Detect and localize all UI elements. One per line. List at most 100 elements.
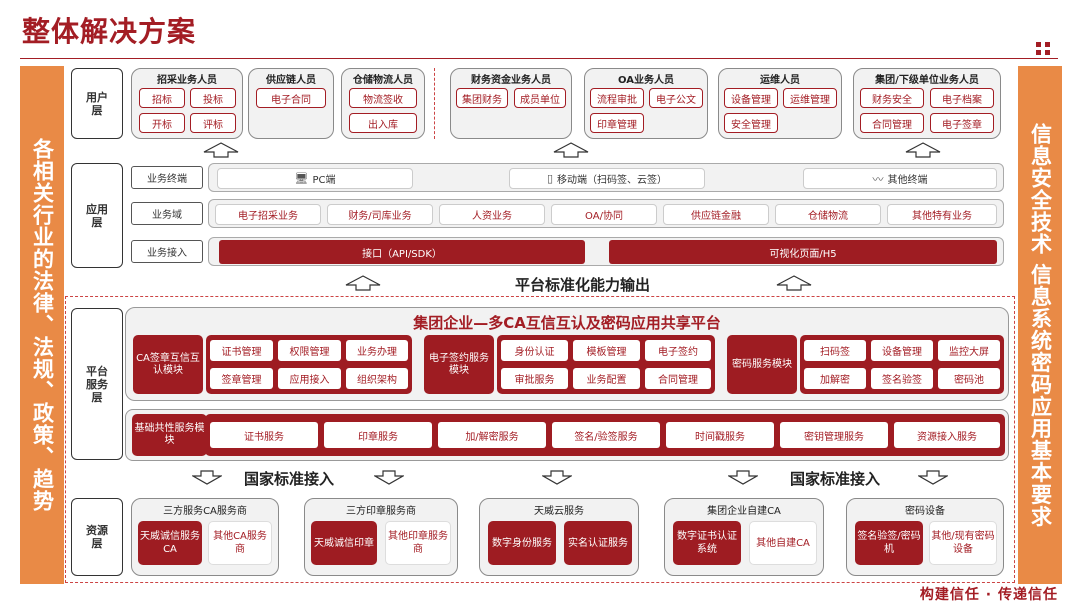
up-arrow-icon [345,275,381,291]
user-tag: 集团财务 [456,88,508,108]
user-tag: 物流签收 [349,88,417,108]
page-title: 整体解决方案 [22,15,197,48]
resource-group-ca: 三方服务CA服务商 天威诚信服务CA 其他CA服务商 [131,498,279,576]
module-tag: 监控大屏 [938,340,1000,361]
resource-secondary: 其他自建CA [749,521,817,565]
platform-layer-label: 平台服务层 [71,308,123,460]
resource-group-self-ca: 集团企业自建CA 数字证书认证系统 其他自建CA [664,498,824,576]
access-api: 接口（API/SDK） [219,240,585,264]
user-separator [434,68,435,139]
user-tag: 电子签章 [930,113,994,133]
right-banner: 信息安全技术 信息系统密码应用基本要求 [1018,66,1062,584]
esign-module-tags: 身份认证 模板管理 电子签约 审批服务 业务配置 合同管理 [497,335,715,394]
esign-module: 电子签约服务模块 [424,335,494,394]
user-tag: 电子公文 [649,88,703,108]
user-tag: 财务安全 [860,88,924,108]
domain-item: 供应链金融 [663,204,769,225]
domain-item: 其他特有业务 [887,204,997,225]
up-arrow-icon [203,142,239,158]
base-services-module: 基础共性服务模块 [132,414,207,456]
base-service: 签名/验签服务 [552,422,660,448]
footer-slogan: 构建信任 · 传递信任 [919,587,1058,603]
user-tag: 电子档案 [930,88,994,108]
resource-secondary: 其他CA服务商 [208,521,272,565]
user-group-supply-chain: 供应链人员 电子合同 [248,68,334,139]
up-arrow-icon [553,142,589,158]
down-arrow-icon [192,470,222,485]
resource-primary: 数字身份服务 [488,521,556,565]
resource-primary: 签名验签/密码机 [855,521,923,565]
app-layer-label: 应用层 [71,163,123,268]
user-tag: 评标 [190,113,236,133]
user-tag: 电子合同 [256,88,326,108]
user-group-logistics: 仓储物流人员 物流签收 出入库 [341,68,425,139]
module-tag: 业务配置 [573,368,640,389]
user-tag: 开标 [139,113,185,133]
access-row-label: 业务接入 [131,240,203,263]
user-group-ops: 运维人员 设备管理 运维管理 安全管理 [718,68,842,139]
domain-item: 电子招采业务 [215,204,321,225]
base-service: 密钥管理服务 [780,422,888,448]
module-tag: 合同管理 [645,368,711,389]
down-arrow-icon [728,470,758,485]
ca-module-tags: 证书管理 权限管理 业务办理 签章管理 应用接入 组织架构 [206,335,412,394]
user-layer-label: 用户层 [71,68,123,139]
module-tag: 证书管理 [210,340,273,361]
ca-mutual-module: CA签章互信互认模块 [133,335,203,394]
resource-group-seal: 三方印章服务商 天威诚信印章 其他印章服务商 [304,498,458,576]
user-tag: 安全管理 [724,113,778,133]
resource-layer-label: 资源层 [71,498,123,576]
module-tag: 组织架构 [346,368,408,389]
module-tag: 电子签约 [645,340,711,361]
down-arrow-icon [374,470,404,485]
up-arrow-icon [776,275,812,291]
user-tag: 投标 [190,88,236,108]
user-tag: 合同管理 [860,113,924,133]
resource-secondary: 实名认证服务 [564,521,632,565]
domain-item: OA/协同 [551,204,657,225]
module-tag: 密码池 [938,368,1000,389]
platform-title: 集团企业—多CA互信互认及密码应用共享平台 [413,314,721,332]
module-tag: 签名验签 [871,368,933,389]
base-service: 资源接入服务 [894,422,1000,448]
resource-primary: 数字证书认证系统 [673,521,741,565]
resource-secondary: 其他印章服务商 [385,521,451,565]
national-access-left: 国家标准接入 [244,470,335,488]
base-service: 证书服务 [210,422,318,448]
user-group-oa: OA业务人员 流程审批 电子公文 印章管理 [584,68,708,139]
resource-primary: 天威诚信印章 [311,521,377,565]
resource-group-crypto-device: 密码设备 签名验签/密码机 其他/现有密码设备 [846,498,1004,576]
module-tag: 加解密 [804,368,866,389]
module-tag: 设备管理 [871,340,933,361]
base-service: 时间戳服务 [666,422,774,448]
user-tag: 成员单位 [514,88,566,108]
module-tag: 模板管理 [573,340,640,361]
domain-row: 电子招采业务 财务/司库业务 人资业务 OA/协同 供应链金融 仓储物流 其他特… [208,199,1004,228]
module-tag: 审批服务 [501,368,568,389]
domain-item: 财务/司库业务 [327,204,433,225]
phone-icon: ▯ [546,172,554,185]
module-tag: 业务办理 [346,340,408,361]
user-tag: 出入库 [349,113,417,133]
user-tag: 印章管理 [590,113,644,133]
resource-primary: 天威诚信服务CA [138,521,202,565]
module-tag: 权限管理 [278,340,341,361]
platform-resource-frame [65,296,1015,583]
resource-secondary: 其他/现有密码设备 [929,521,997,565]
user-tag: 招标 [139,88,185,108]
module-tag: 应用接入 [278,368,341,389]
module-tag: 身份认证 [501,340,568,361]
module-tag: 签章管理 [210,368,273,389]
terminal-other: 〰其他终端 [803,168,997,189]
user-tag: 运维管理 [783,88,837,108]
national-access-right: 国家标准接入 [790,470,881,488]
resource-group-cloud: 天威云服务 数字身份服务 实名认证服务 [479,498,639,576]
waveform-icon: 〰 [872,172,884,186]
access-h5: 可视化页面/H5 [609,240,997,264]
base-services-row: 证书服务 印章服务 加/解密服务 签名/验签服务 时间戳服务 密钥管理服务 资源… [205,414,1005,456]
left-banner: 各相关行业的法律、法规、政策、趋势 [20,66,64,584]
user-tag: 设备管理 [724,88,778,108]
down-arrow-icon [542,470,572,485]
access-row: 接口（API/SDK） 可视化页面/H5 [208,237,1004,266]
monitor-icon: 🖥 [294,172,309,185]
